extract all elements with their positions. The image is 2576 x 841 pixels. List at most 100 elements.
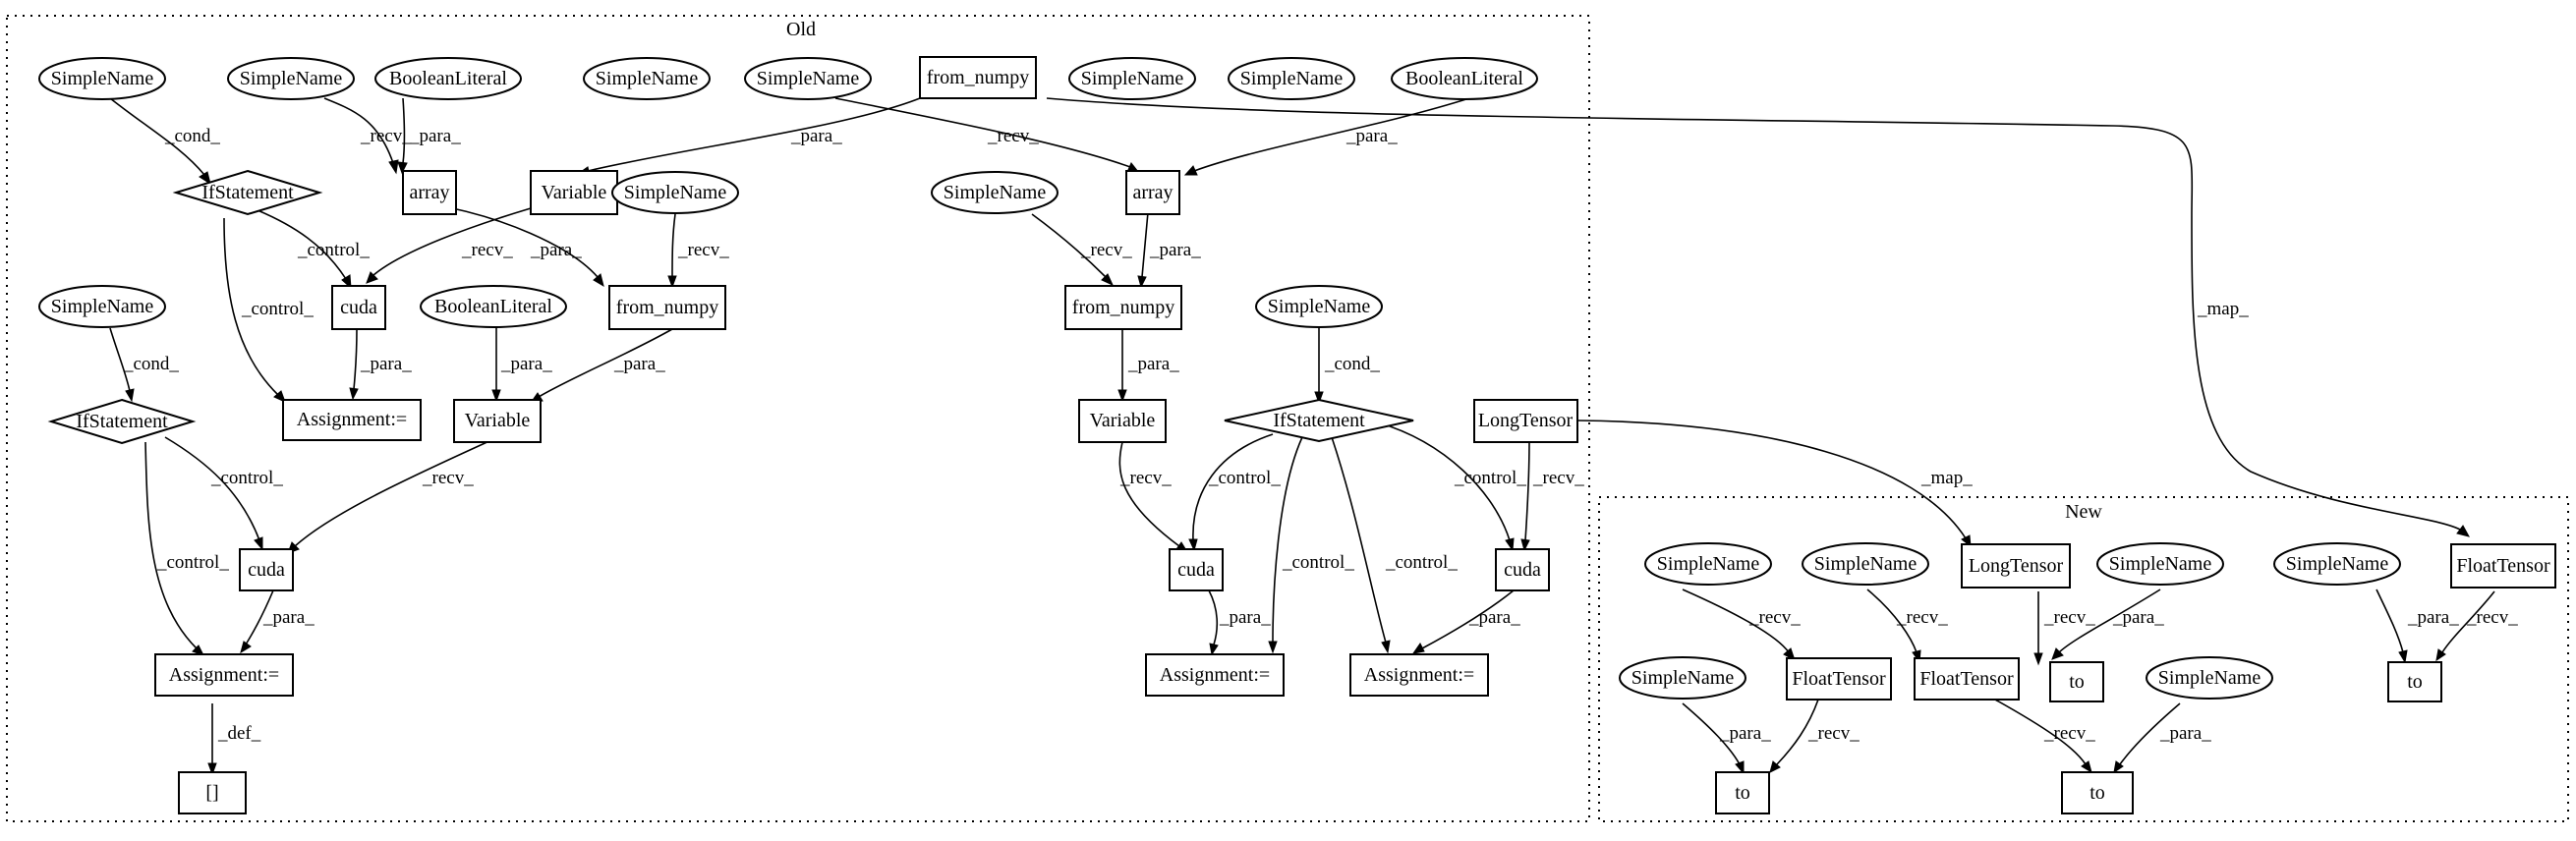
to-node[interactable]: to — [2061, 771, 2134, 814]
svg-text:to: to — [2069, 671, 2085, 693]
svg-text:_recv_: _recv_ — [360, 126, 412, 146]
float-tensor-node[interactable]: FloatTensor — [1914, 657, 2020, 701]
simple-name-node[interactable]: SimpleName — [1619, 656, 1746, 700]
to-node[interactable]: to — [1715, 771, 1770, 814]
boolean-literal-node[interactable]: BooleanLiteral — [420, 285, 567, 328]
svg-text:_cond_: _cond_ — [123, 354, 179, 374]
simple-name-node[interactable]: SimpleName — [744, 57, 872, 100]
svg-text:to: to — [1735, 782, 1750, 804]
edge-cond: _cond_ — [109, 97, 220, 186]
simple-name-node[interactable]: SimpleName — [2096, 542, 2224, 586]
svg-text:_recv_: _recv_ — [1532, 468, 1584, 488]
from-numpy-node[interactable]: from_numpy — [1064, 285, 1182, 330]
index-node[interactable]: [] — [178, 771, 247, 814]
array-node[interactable]: array — [402, 170, 457, 215]
svg-text:_para_: _para_ — [613, 354, 665, 374]
if-statement-node[interactable]: IfStatement — [47, 398, 197, 445]
to-node[interactable]: to — [2049, 661, 2104, 702]
svg-text:_control_: _control_ — [1385, 552, 1458, 573]
svg-text:_control_: _control_ — [1282, 552, 1354, 573]
cuda-node[interactable]: cuda — [239, 548, 294, 591]
svg-text:Variable: Variable — [1090, 410, 1156, 431]
svg-text:_control_: _control_ — [210, 468, 283, 488]
float-tensor-node[interactable]: FloatTensor — [1786, 657, 1892, 701]
simple-name-node[interactable]: SimpleName — [1228, 57, 1355, 100]
edge-recv: _recv_ — [1031, 213, 1132, 287]
edges: _cond_ _recv_ _para_ _para_ _recv_ — [109, 97, 2518, 776]
svg-text:_control_: _control_ — [241, 299, 314, 319]
svg-text:_recv_: _recv_ — [2043, 723, 2095, 744]
variable-node[interactable]: Variable — [1078, 399, 1167, 443]
svg-text:_def_: _def_ — [217, 723, 261, 744]
svg-text:_para_: _para_ — [2159, 723, 2211, 744]
svg-text:SimpleName: SimpleName — [624, 182, 727, 203]
simple-name-node[interactable]: SimpleName — [611, 171, 739, 214]
edge-control: _control_ — [164, 436, 283, 551]
svg-text:SimpleName: SimpleName — [757, 68, 860, 89]
float-tensor-node[interactable]: FloatTensor — [2450, 543, 2556, 589]
edge-recv: _recv_ — [2435, 590, 2518, 662]
cuda-node[interactable]: cuda — [1495, 548, 1550, 591]
variable-node[interactable]: Variable — [453, 399, 542, 443]
svg-text:_recv_: _recv_ — [1080, 240, 1132, 260]
simple-name-node[interactable]: SimpleName — [2273, 542, 2401, 586]
simple-name-node[interactable]: SimpleName — [1068, 57, 1196, 100]
simple-name-node[interactable]: SimpleName — [1255, 285, 1383, 328]
cuda-node[interactable]: cuda — [1169, 548, 1224, 591]
svg-text:_control_: _control_ — [297, 240, 370, 260]
from-numpy-node[interactable]: from_numpy — [608, 285, 726, 330]
svg-text:_para_: _para_ — [2407, 607, 2459, 628]
cluster-new: New — [1598, 496, 2569, 822]
svg-text:BooleanLiteral: BooleanLiteral — [1405, 68, 1523, 89]
variable-node[interactable]: Variable — [530, 170, 618, 215]
edge-map: _map_ — [1576, 420, 1973, 548]
edge-para: _para_ — [2051, 589, 2164, 660]
edge-recv: _recv_ — [323, 97, 412, 175]
long-tensor-node[interactable]: LongTensor — [1473, 399, 1578, 443]
simple-name-node[interactable]: SimpleName — [227, 57, 355, 100]
cuda-node[interactable]: cuda — [331, 285, 386, 330]
assignment-node[interactable]: Assignment:= — [1145, 653, 1285, 697]
svg-text:_recv_: _recv_ — [2466, 607, 2518, 628]
boolean-literal-node[interactable]: BooleanLiteral — [1391, 57, 1538, 100]
svg-text:FloatTensor: FloatTensor — [2456, 555, 2550, 577]
simple-name-node[interactable]: SimpleName — [1802, 542, 1929, 586]
edge-recv: _recv_ — [1866, 589, 1948, 664]
old-nodes: SimpleName SimpleName BooleanLiteral Sim… — [38, 56, 1578, 814]
svg-text:_recv_: _recv_ — [2043, 607, 2095, 628]
array-node[interactable]: array — [1125, 170, 1180, 215]
edge-control: _control_ — [257, 209, 370, 290]
long-tensor-node[interactable]: LongTensor — [1961, 543, 2071, 589]
to-node[interactable]: to — [2387, 661, 2442, 702]
edge-recv: _recv_ — [1682, 589, 1801, 662]
svg-text:_para_: _para_ — [262, 607, 315, 628]
svg-text:SimpleName: SimpleName — [1657, 553, 1760, 575]
edge-para: _para_ — [1183, 97, 1470, 176]
simple-name-node[interactable]: SimpleName — [583, 57, 711, 100]
edge-cond: _cond_ — [109, 327, 179, 403]
edge-para: _para_ — [1137, 211, 1201, 289]
simple-name-node[interactable]: SimpleName — [1644, 542, 1772, 586]
new-nodes: SimpleName SimpleName LongTensor SimpleN… — [1619, 542, 2556, 814]
svg-text:SimpleName: SimpleName — [1081, 68, 1184, 89]
edge-recv: _recv_ — [2033, 590, 2095, 666]
svg-text:_control_: _control_ — [156, 552, 229, 573]
cluster-old-label: Old — [786, 19, 816, 40]
simple-name-node[interactable]: SimpleName — [38, 285, 166, 328]
edge-control: _control_ — [1377, 421, 1526, 552]
simple-name-node[interactable]: SimpleName — [931, 171, 1059, 214]
simple-name-node[interactable]: SimpleName — [38, 57, 166, 100]
if-statement-node[interactable]: IfStatement — [172, 169, 323, 216]
simple-name-node[interactable]: SimpleName — [2146, 656, 2273, 700]
svg-text:array: array — [1132, 182, 1173, 203]
boolean-literal-node[interactable]: BooleanLiteral — [374, 57, 522, 100]
if-statement-node[interactable]: IfStatement — [1224, 398, 1414, 443]
from-numpy-node[interactable]: from_numpy — [919, 56, 1037, 99]
assignment-node[interactable]: Assignment:= — [1349, 653, 1489, 697]
cluster-new-label: New — [2065, 501, 2102, 523]
assignment-node[interactable]: Assignment:= — [282, 399, 422, 441]
svg-text:cuda: cuda — [340, 297, 377, 318]
assignment-node[interactable]: Assignment:= — [154, 653, 294, 697]
svg-text:from_numpy: from_numpy — [1072, 297, 1174, 318]
edge-recv: _recv_ — [1769, 699, 1860, 773]
